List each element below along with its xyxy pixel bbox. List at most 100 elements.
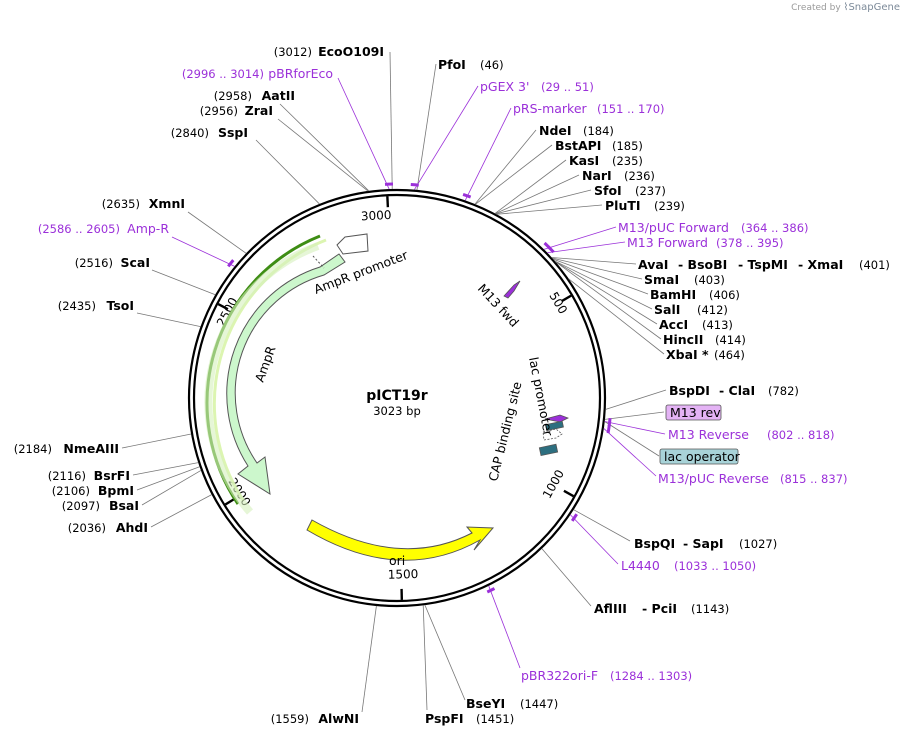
leader-line-acci xyxy=(554,261,658,325)
tick-label-3000: 3000 xyxy=(361,208,392,223)
label-kasi-pos: (235) xyxy=(612,154,643,168)
label-prs-marker: pRS-marker xyxy=(513,101,588,116)
label-amp-r-range: (2586 .. 2605) xyxy=(38,222,120,236)
label-pbrforeco: pBRforEco xyxy=(268,66,333,81)
leader-line-bstapi xyxy=(475,144,553,205)
label-ahdi: AhdI xyxy=(116,520,148,535)
label-bspdi-pos: (782) xyxy=(768,384,799,398)
tick-mark-3000 xyxy=(386,196,390,208)
leader-line-afliii xyxy=(541,548,592,607)
primer-mark-m13puc-forward xyxy=(543,241,552,250)
label-pbrforeco-range: (2996 .. 3014) xyxy=(182,67,264,81)
label-alwni: AlwNI xyxy=(318,711,359,726)
label-bsai-pos: (2097) xyxy=(62,499,100,513)
label-aatii-pos: (2958) xyxy=(214,89,252,103)
plasmid-name: pICT19r xyxy=(366,388,428,404)
primer-mark-l4440 xyxy=(570,513,578,522)
label-bamhi: BamHI xyxy=(650,287,696,302)
label-nmeaiii: NmeAIII xyxy=(63,441,119,456)
primer-mark-m13puc-reverse xyxy=(606,424,611,434)
label-ahdi-pos: (2036) xyxy=(68,521,106,535)
label-ndei-pos: (184) xyxy=(583,124,614,138)
leader-line-sfoi xyxy=(495,189,592,215)
label-acci-pos: (413) xyxy=(702,318,733,332)
m13-fwd-arrow xyxy=(503,280,521,299)
leader-line-ecoo109i xyxy=(389,51,393,190)
label-bsrfi-pos: (2116) xyxy=(48,469,86,483)
m13-rev-small-arrow xyxy=(544,414,569,423)
label-tsoi: TsoI xyxy=(106,298,134,313)
leader-line-kasi xyxy=(494,159,567,214)
tick-mark-1000 xyxy=(563,489,575,498)
label-m13-forward: M13 Forward xyxy=(627,235,708,250)
label-l4440: L4440 xyxy=(621,558,660,573)
label-tspmi: - TspMI xyxy=(738,257,788,272)
leader-line-l4440 xyxy=(570,514,619,565)
ampr-arrow xyxy=(226,253,346,495)
label-m13-reverse-range: (802 .. 818) xyxy=(767,428,835,442)
ampr-band xyxy=(204,242,320,515)
leader-line-m13puc-reverse xyxy=(603,428,657,477)
ampr-label: AmpR xyxy=(252,344,279,385)
primer-mark-pbr322ori-f xyxy=(486,587,496,594)
label-bsai: BsaI xyxy=(109,498,139,513)
label-pfoi: PfoI xyxy=(438,57,466,72)
lac-promoter-label: lac promoter xyxy=(526,356,556,438)
label-bspdi: BspDI xyxy=(669,383,710,398)
label-pluti: PluTI xyxy=(605,198,641,213)
lac-operator-tag xyxy=(659,448,739,465)
leader-line-bpmi xyxy=(136,466,200,491)
label-pgex3: pGEX 3' xyxy=(480,79,529,94)
primer-mark-rs-marker xyxy=(462,193,472,199)
label-pgex3-range: (29 .. 51) xyxy=(541,80,594,94)
label-sali: SalI xyxy=(654,302,680,317)
label-sspi: SspI xyxy=(218,125,248,140)
leader-line-bspqi xyxy=(573,509,631,542)
lac-promoter-arrow xyxy=(542,428,563,441)
leader-line-zrai xyxy=(277,118,369,192)
label-bspqi-pos: (1027) xyxy=(739,537,777,551)
ampr-promoter-arrow xyxy=(336,233,369,255)
label-bsobi: - BsoBI xyxy=(678,257,727,272)
label-xbai-pos: (464) xyxy=(714,348,745,362)
plasmid-length: 3023 bp xyxy=(373,404,421,418)
snapgene-credit: Created by ⌇SnapGene xyxy=(791,2,900,13)
leader-line-amp-r xyxy=(171,236,235,267)
leader-line-nari xyxy=(495,174,580,215)
ampr-dotted-connector xyxy=(312,255,325,269)
label-ecoo109i-pos: (3012) xyxy=(274,45,312,59)
backbone-inner-ring xyxy=(192,193,602,603)
label-scai-pos: (2516) xyxy=(75,256,113,270)
primer-mark-m13-reverse xyxy=(607,417,612,427)
leader-line-pgex3 xyxy=(414,85,479,190)
m13-rev-tag xyxy=(665,404,722,421)
leader-line-pluti xyxy=(496,204,603,215)
label-m13puc-forward-range: (364 .. 386) xyxy=(741,221,809,235)
label-afliii-pos: (1143) xyxy=(691,602,729,616)
tick-label-1500: 1500 xyxy=(388,567,419,582)
ori-label: ori xyxy=(389,553,405,568)
leader-line-m13-reverse xyxy=(604,421,666,435)
label-lac-operator: lac operator xyxy=(664,449,741,464)
leader-line-bsrfi xyxy=(132,462,199,476)
leader-line-lac-operator xyxy=(604,421,660,457)
labels-right: AflIII - PciI (1143) L4440 (1033 .. 1050… xyxy=(438,57,890,616)
label-bpmi: BpmI xyxy=(98,483,134,498)
lac-operator-box xyxy=(545,420,564,432)
label-pfoi-pos: (46) xyxy=(480,58,504,72)
label-tsoi-pos: (2435) xyxy=(58,299,96,313)
cap-site-box xyxy=(538,443,559,457)
leader-line-bsai xyxy=(141,470,202,506)
label-m13-reverse: M13 Reverse xyxy=(668,427,749,442)
leader-lines xyxy=(121,51,667,713)
label-m13puc-reverse: M13/pUC Reverse xyxy=(658,471,769,486)
label-bstapi: BstAPI xyxy=(555,138,601,153)
leader-line-bseyi xyxy=(424,604,466,701)
primer-mark-amp-r xyxy=(227,259,235,268)
leader-line-smai xyxy=(552,257,643,280)
label-m13-forward-range: (378 .. 395) xyxy=(716,236,784,250)
label-hincii-pos: (414) xyxy=(715,333,746,347)
label-amp-r: Amp-R xyxy=(127,221,169,236)
cap-binding-site-label: CAP binding site xyxy=(485,380,524,483)
